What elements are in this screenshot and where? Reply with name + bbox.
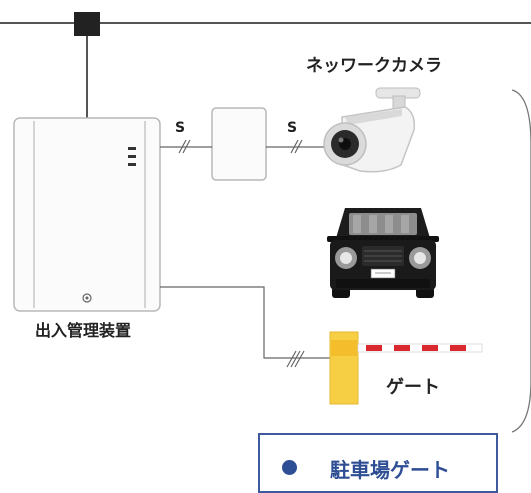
power-button-icon <box>82 293 92 303</box>
cable-s-label-1: S <box>175 120 186 136</box>
barrier-gate-icon <box>329 331 483 405</box>
system-diagram <box>0 12 531 433</box>
network-camera-icon <box>323 87 421 173</box>
cable-controller-gate <box>160 286 330 359</box>
access-controller-device <box>13 117 161 312</box>
junction-box <box>74 12 100 36</box>
legend-box: 駐車場ゲート <box>258 433 498 493</box>
controller-label: 出入管理装置 <box>35 321 132 340</box>
legend-title: 駐車場ゲート <box>330 458 450 482</box>
cable-s-label-2: S <box>287 120 298 136</box>
camera-label: ネッワークカメラ <box>306 56 442 76</box>
legend-bullet-icon <box>282 460 297 475</box>
group-bracket <box>511 89 531 433</box>
car-icon <box>327 208 439 298</box>
converter-device <box>211 107 267 181</box>
gate-label: ゲート <box>386 377 440 398</box>
